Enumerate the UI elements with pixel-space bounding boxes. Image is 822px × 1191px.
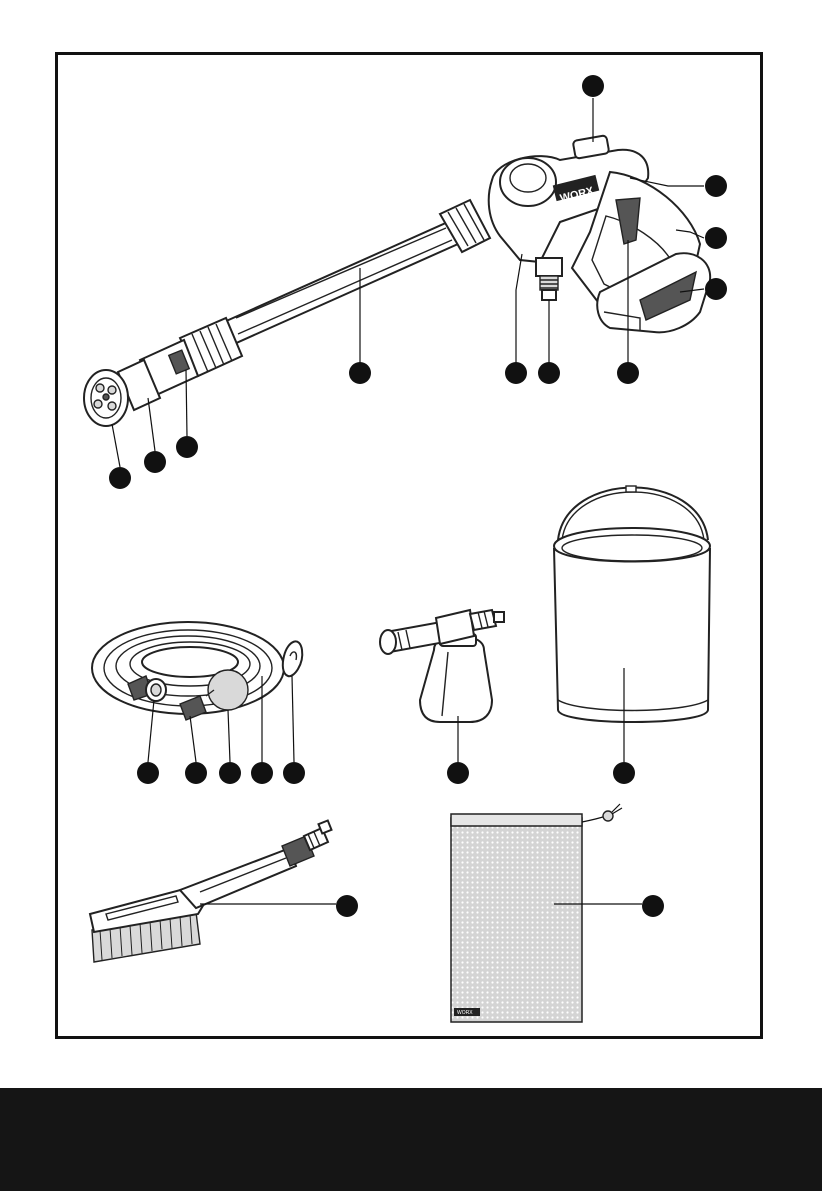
callout-marker <box>251 762 273 784</box>
bucket-body <box>554 548 710 722</box>
hose-clip <box>283 641 302 676</box>
collapsible-bucket <box>554 486 710 722</box>
callout-marker <box>447 762 469 784</box>
callout-marker <box>336 895 358 917</box>
callout-marker <box>219 762 241 784</box>
bag-brand-logo: WORX <box>457 1010 473 1016</box>
callout-marker <box>705 227 727 249</box>
brush-handle <box>180 848 296 908</box>
callout-marker <box>144 451 166 473</box>
foam-bottle-body <box>420 636 492 722</box>
pressure-washer-gun: WORX <box>84 135 710 426</box>
callout-marker <box>137 762 159 784</box>
callout-marker <box>505 362 527 384</box>
water-hose <box>92 622 302 720</box>
storage-bag: WORX <box>451 804 622 1022</box>
callout-marker <box>109 467 131 489</box>
callout-marker <box>538 362 560 384</box>
callout-marker <box>705 175 727 197</box>
callout-marker <box>185 762 207 784</box>
extension-lance <box>224 222 458 344</box>
drawstring-toggle <box>603 811 613 821</box>
storage-bag-hem <box>451 814 582 826</box>
storage-bag-body <box>451 818 582 1022</box>
callout-marker <box>176 436 198 458</box>
water-inlet <box>536 258 562 276</box>
callout-marker <box>705 278 727 300</box>
foam-bottle <box>380 610 504 722</box>
callout-marker <box>582 75 604 97</box>
callout-marker <box>283 762 305 784</box>
callout-marker <box>349 362 371 384</box>
callout-marker <box>613 762 635 784</box>
callout-marker <box>642 895 664 917</box>
wash-brush <box>90 820 332 962</box>
callout-marker <box>617 362 639 384</box>
